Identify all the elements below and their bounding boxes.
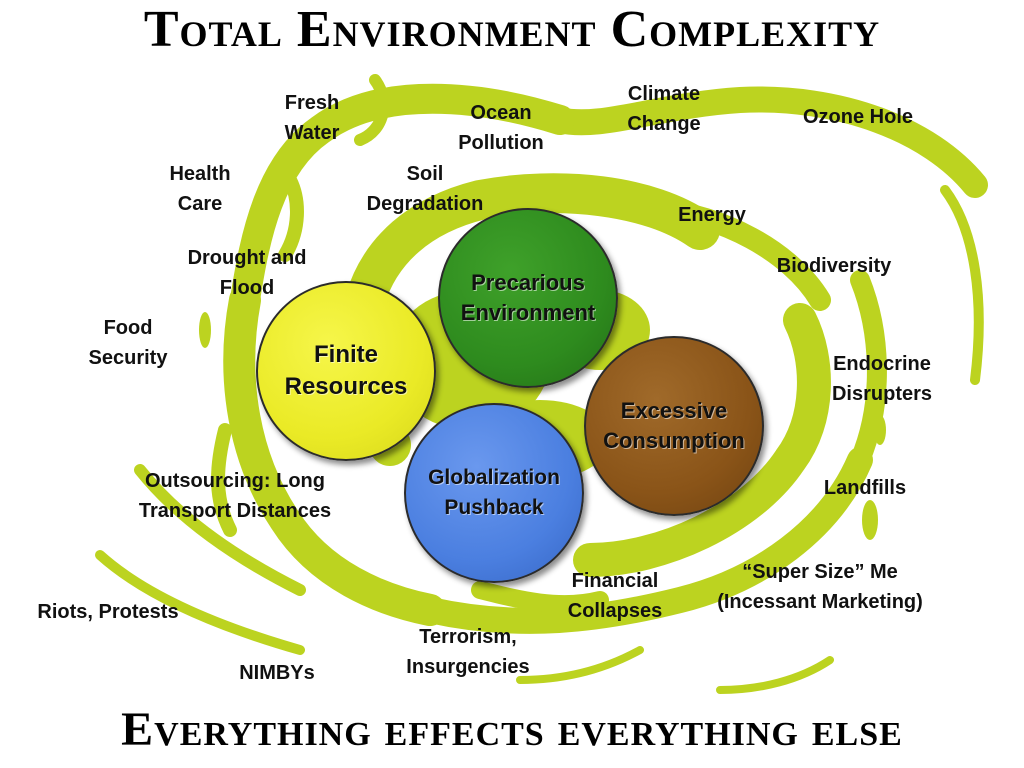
issue-riots-protests: Riots, Protests (37, 601, 179, 623)
excessive-consumption-label: Excessive Consumption (603, 398, 745, 453)
globalization-pushback-circle: Globalization Pushback (404, 403, 584, 583)
issue-soil-degradation: Soil Degradation (366, 163, 484, 215)
issue-super-size: “Super Size” Me (Incessant Marketing) (717, 561, 923, 613)
issue-biodiversity: Biodiversity (776, 255, 892, 277)
excessive-consumption-circle: Excessive Consumption (584, 336, 764, 516)
issue-outsourcing: Outsourcing: Long Transport Distances (138, 470, 332, 522)
finite-resources-circle: Finite Resources (256, 281, 436, 461)
issue-health-care: Health Care (169, 163, 231, 215)
issue-drought-flood: Drought and Flood (187, 247, 307, 299)
globalization-pushback-label: Globalization Pushback (428, 466, 560, 519)
issue-fresh-water: Fresh Water (284, 92, 340, 144)
issue-endocrine-disrupters: Endocrine Disrupters (831, 353, 933, 405)
issue-food-security: Food Security (88, 317, 168, 369)
issue-ocean-pollution: Ocean Pollution (458, 102, 544, 154)
precarious-environment-circle: Precarious Environment (438, 208, 618, 388)
issue-terrorism: Terrorism, Insurgencies (406, 626, 530, 678)
precarious-environment-label: Precarious Environment (460, 270, 596, 325)
footer-tagline: Everything effects everything else (121, 703, 903, 756)
issue-landfills: Landfills (823, 477, 907, 499)
page-title: Total Environment Complexity (143, 1, 881, 58)
finite-resources-label: Finite Resources (284, 341, 408, 400)
issue-financial-collapses: Financial Collapses (567, 570, 663, 622)
issue-nimbys: NIMBYs (239, 662, 315, 684)
issue-energy: Energy (678, 204, 746, 226)
issue-ozone-hole: Ozone Hole (802, 106, 913, 128)
issue-climate-change: Climate Change (627, 83, 701, 135)
